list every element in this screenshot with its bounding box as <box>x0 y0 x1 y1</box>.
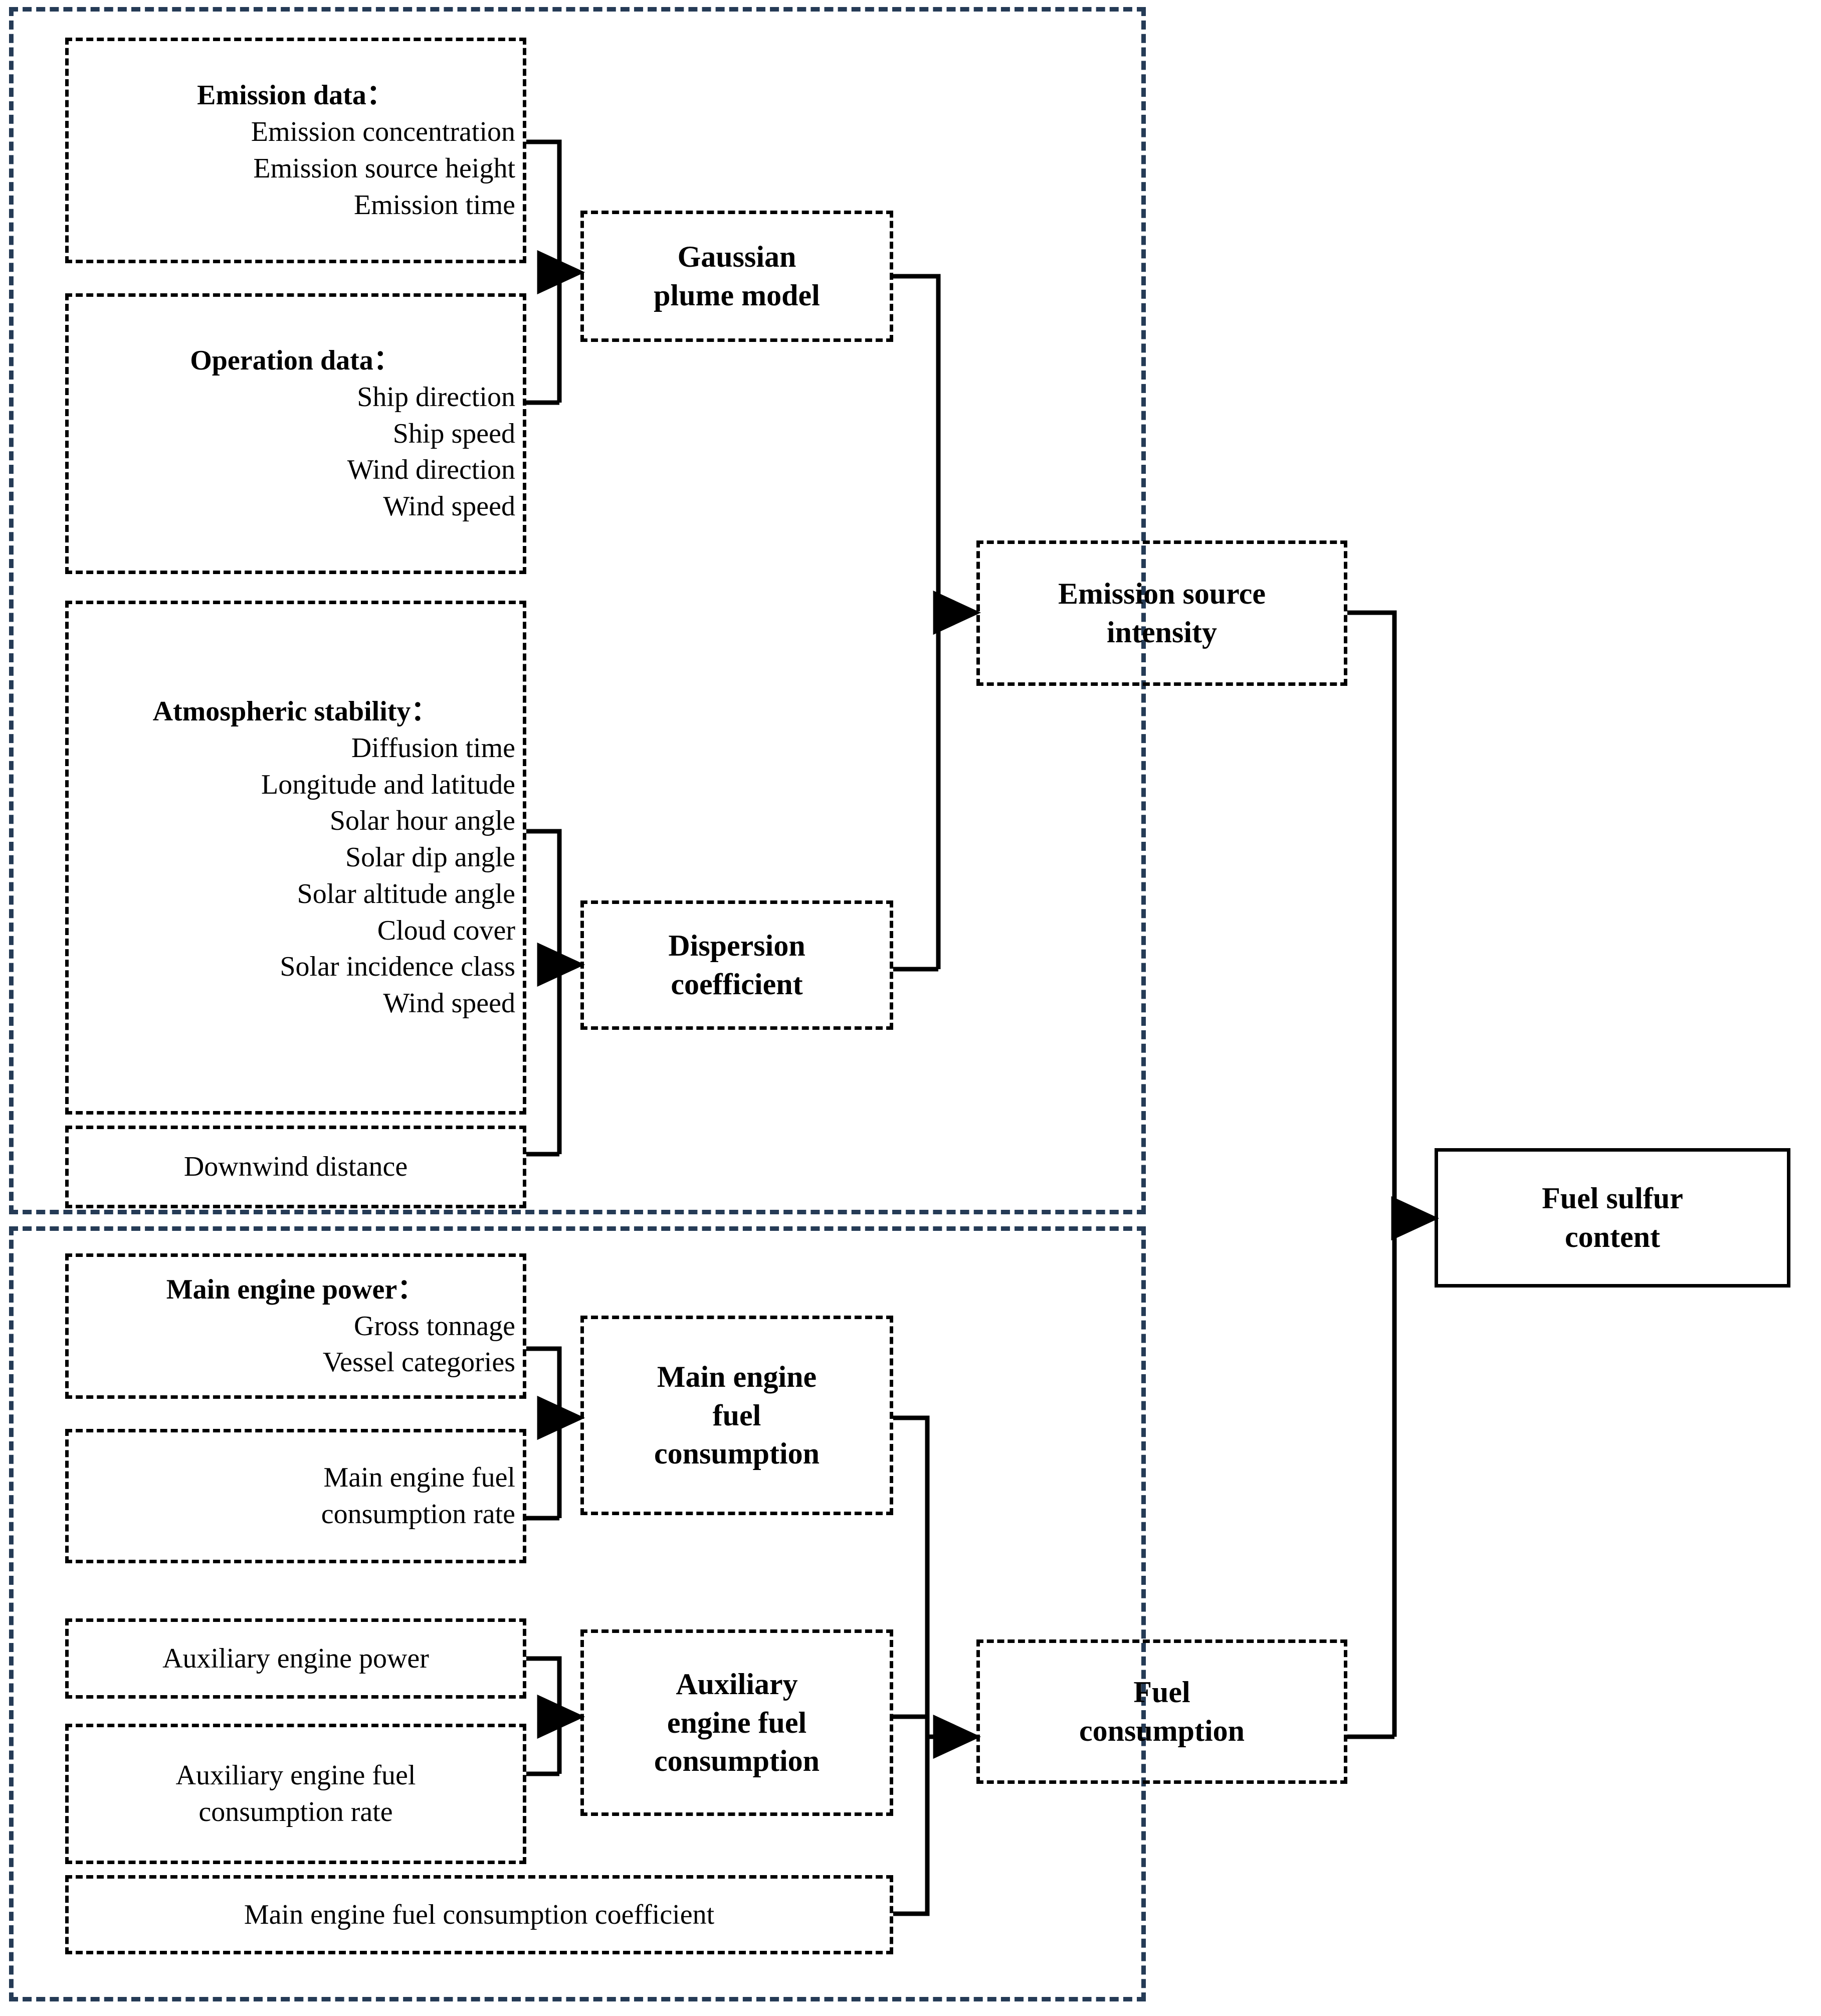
operation-data-box[interactable]: Operation data： Ship direction Ship spee… <box>65 293 526 574</box>
operation-data-item-1: Ship speed <box>392 418 515 449</box>
main-engine-fuel-coefficient-box[interactable]: Main engine fuel consumption coefficient <box>65 1875 893 1954</box>
auxiliary-engine-fuel-consumption-line1: Auxiliary <box>676 1667 798 1701</box>
atmospheric-stability-item-6: Solar incidence class <box>280 951 515 983</box>
fuel-consumption-line2: consumption <box>1079 1714 1245 1747</box>
operation-data-item-0: Ship direction <box>357 381 515 413</box>
auxiliary-engine-fuel-consumption-line2: engine fuel <box>667 1706 807 1739</box>
atmospheric-stability-item-1: Longitude and latitude <box>261 769 515 800</box>
main-engine-fuel-consumption-line3: consumption <box>654 1437 820 1471</box>
main-engine-power-box[interactable]: Main engine power： Gross tonnage Vessel … <box>65 1253 526 1399</box>
main-engine-fuel-rate-line1: Main engine fuel <box>323 1462 515 1494</box>
emission-data-item-1: Emission source height <box>253 153 515 184</box>
atmospheric-stability-item-2: Solar hour angle <box>329 805 515 837</box>
fuel-sulfur-content-line2: content <box>1565 1220 1660 1253</box>
atmospheric-stability-item-3: Solar dip angle <box>345 842 515 873</box>
operation-data-item-3: Wind speed <box>383 491 515 522</box>
downwind-distance-label: Downwind distance <box>183 1151 408 1183</box>
dispersion-coefficient-line1: Dispersion <box>668 929 805 963</box>
atmospheric-stability-header: Atmospheric stability： <box>152 695 439 727</box>
downwind-distance-box[interactable]: Downwind distance <box>65 1126 526 1208</box>
main-engine-fuel-rate-box[interactable]: Main engine fuel consumption rate <box>65 1429 526 1563</box>
atmospheric-stability-item-4: Solar altitude angle <box>297 878 515 909</box>
main-engine-fuel-coefficient-label: Main engine fuel consumption coefficient <box>244 1899 715 1930</box>
operation-data-header: Operation data： <box>190 345 401 376</box>
main-engine-power-item-1: Vessel categories <box>322 1347 515 1378</box>
atmospheric-stability-item-7: Wind speed <box>383 988 515 1019</box>
atmospheric-stability-box[interactable]: Atmospheric stability： Diffusion time Lo… <box>65 601 526 1115</box>
gaussian-plume-model-line2: plume model <box>654 279 820 312</box>
atmospheric-stability-item-0: Diffusion time <box>351 732 515 764</box>
main-engine-fuel-consumption-line2: fuel <box>712 1398 761 1432</box>
emission-source-intensity-line1: Emission source <box>1058 577 1266 611</box>
fuel-sulfur-content-box[interactable]: Fuel sulfur content <box>1435 1148 1790 1288</box>
dispersion-coefficient-box[interactable]: Dispersion coefficient <box>580 900 893 1030</box>
fuel-consumption-box[interactable]: Fuel consumption <box>976 1639 1347 1784</box>
fuel-consumption-line1: Fuel <box>1133 1676 1190 1709</box>
operation-data-item-2: Wind direction <box>347 454 515 486</box>
main-engine-fuel-consumption-box[interactable]: Main engine fuel consumption <box>580 1316 893 1515</box>
dispersion-coefficient-line2: coefficient <box>671 968 803 1001</box>
gaussian-plume-model-box[interactable]: Gaussian plume model <box>580 211 893 342</box>
atmospheric-stability-item-5: Cloud cover <box>377 914 515 946</box>
emission-data-box[interactable]: Emission data： Emission concentration Em… <box>65 38 526 263</box>
auxiliary-engine-fuel-rate-line2: consumption rate <box>198 1796 393 1827</box>
auxiliary-engine-power-box[interactable]: Auxiliary engine power <box>65 1618 526 1699</box>
auxiliary-engine-fuel-rate-line1: Auxiliary engine fuel <box>175 1760 416 1791</box>
gaussian-plume-model-line1: Gaussian <box>677 240 796 274</box>
emission-data-header: Emission data： <box>197 80 394 111</box>
emission-data-item-2: Emission time <box>354 189 515 221</box>
emission-dispersion-group <box>9 7 1146 1214</box>
main-engine-power-header: Main engine power： <box>166 1273 426 1305</box>
auxiliary-engine-fuel-consumption-line3: consumption <box>654 1744 820 1778</box>
fuel-consumption-group <box>9 1226 1146 2001</box>
main-engine-power-item-0: Gross tonnage <box>354 1310 515 1342</box>
emission-data-item-0: Emission concentration <box>251 116 515 148</box>
emission-source-intensity-box[interactable]: Emission source intensity <box>976 540 1347 686</box>
auxiliary-engine-fuel-rate-box[interactable]: Auxiliary engine fuel consumption rate <box>65 1724 526 1864</box>
fuel-sulfur-content-line1: Fuel sulfur <box>1542 1182 1683 1215</box>
main-engine-fuel-rate-line2: consumption rate <box>321 1499 515 1530</box>
main-engine-fuel-consumption-line1: Main engine <box>657 1360 817 1393</box>
auxiliary-engine-power-label: Auxiliary engine power <box>162 1642 429 1674</box>
emission-source-intensity-line2: intensity <box>1106 616 1218 649</box>
auxiliary-engine-fuel-consumption-box[interactable]: Auxiliary engine fuel consumption <box>580 1629 893 1816</box>
